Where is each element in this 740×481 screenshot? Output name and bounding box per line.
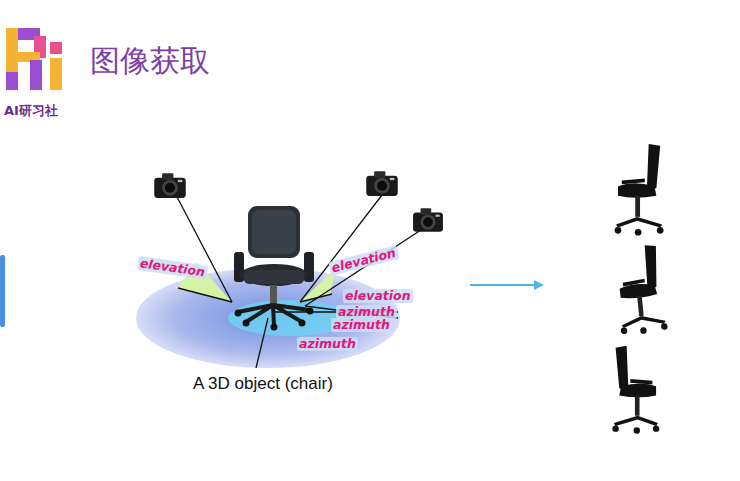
side-tab — [0, 255, 5, 327]
chair — [234, 206, 314, 331]
rendered-view — [612, 244, 668, 336]
object-caption: A 3D object (chair) — [193, 374, 333, 394]
angle-label: azimuth — [331, 318, 392, 332]
rendered-view — [612, 346, 659, 434]
camera — [366, 171, 398, 196]
slide-title: 图像获取 — [90, 44, 210, 79]
logo — [6, 28, 62, 90]
angle-label: elevation — [137, 256, 208, 280]
camera — [154, 173, 186, 198]
angle-label: azimuth — [297, 337, 358, 351]
render-arrow — [470, 280, 544, 290]
rendered-view — [615, 144, 664, 236]
angle-label: elevation — [343, 289, 413, 303]
view-lines — [176, 195, 424, 368]
angle-label: elevation — [328, 245, 399, 276]
platform — [136, 268, 400, 368]
logo-text: AI研习社 — [4, 104, 58, 119]
camera — [413, 208, 443, 231]
